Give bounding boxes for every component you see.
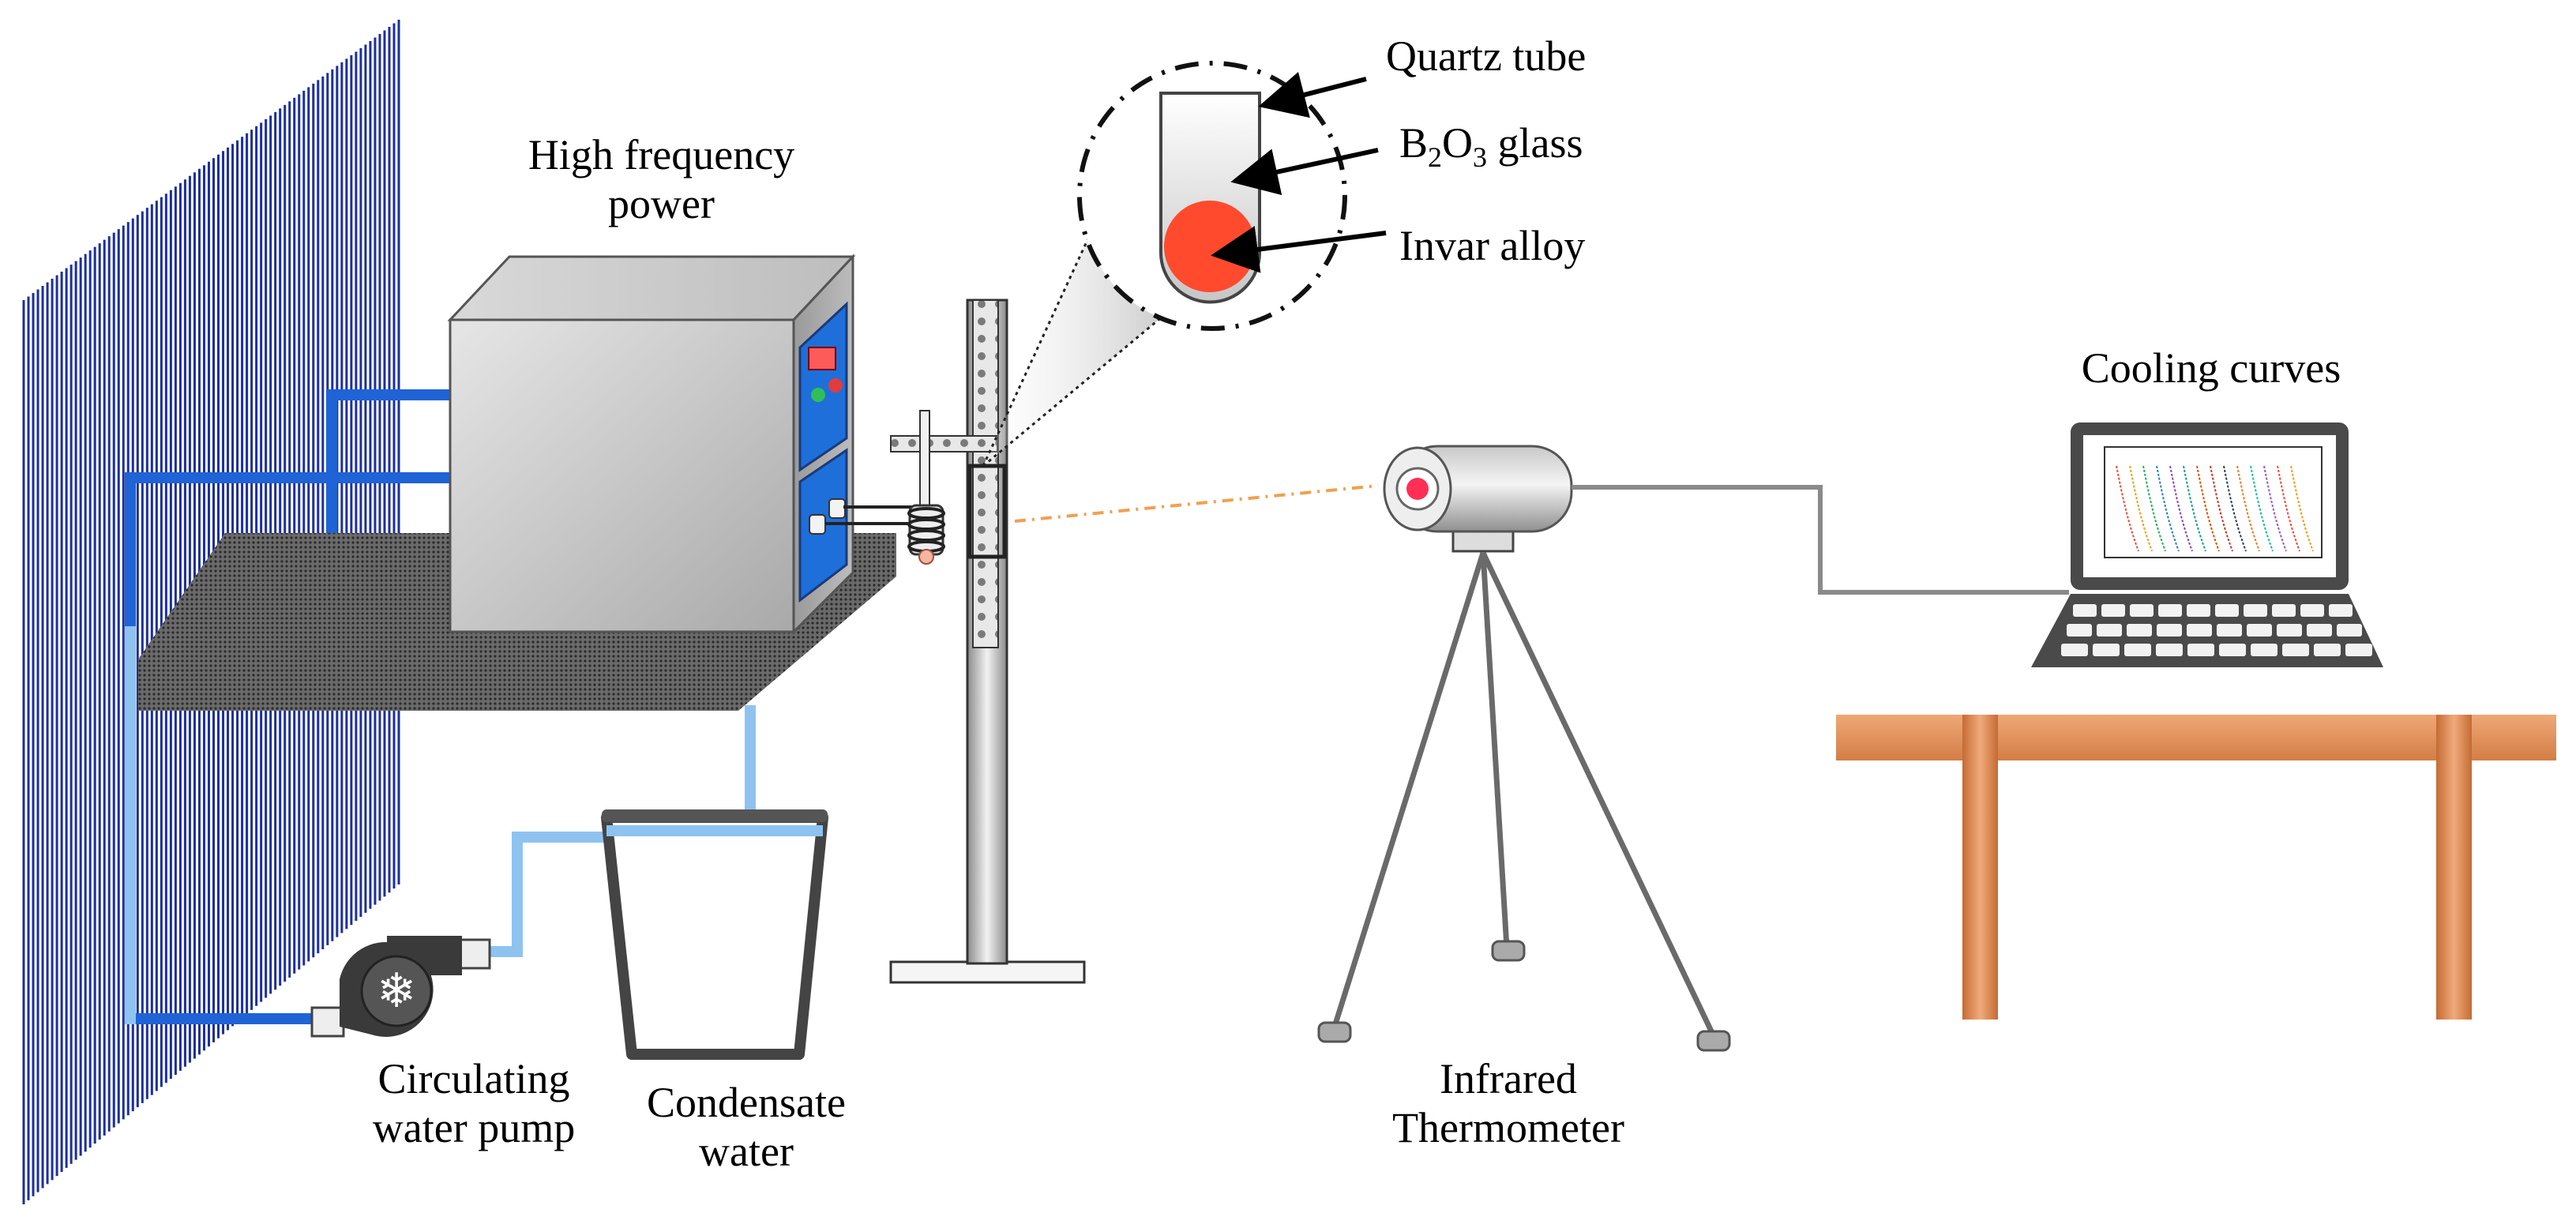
label-b2o3-glass: B2O3 glass: [1399, 118, 1583, 174]
keyboard-key: [2093, 644, 2120, 656]
cooling-curve-line: [2196, 465, 2220, 552]
keyboard-key: [2337, 624, 2362, 637]
cooling-curve-line: [2223, 465, 2247, 552]
keyboard-key: [2277, 624, 2302, 637]
circulating-pump: ❄: [310, 936, 491, 1038]
keyboard-key: [2215, 604, 2239, 617]
label-line: Thermometer: [1392, 1104, 1624, 1152]
keyboard: [2061, 604, 2372, 656]
keyboard-key: [2314, 644, 2341, 656]
label-line: power: [608, 180, 715, 228]
snowflake-icon: ❄: [377, 963, 416, 1019]
green-button: [811, 388, 825, 402]
induction-coil: [907, 504, 945, 565]
keyboard-key: [2272, 604, 2296, 617]
keyboard-key: [2219, 644, 2246, 656]
laptop-screen: [2083, 435, 2336, 577]
output-connector: [828, 498, 846, 519]
label-subscript: 2: [1428, 141, 1443, 173]
keyboard-key: [2073, 604, 2097, 617]
label-circulating-water-pump: Circulating water pump: [324, 1054, 624, 1152]
label-arrows: [1211, 72, 1387, 273]
label-line: Circulating: [377, 1055, 570, 1102]
keyboard-key: [2307, 624, 2332, 637]
laptop: [2031, 422, 2383, 667]
cooling-curve-line: [2156, 465, 2180, 552]
keyboard-key: [2300, 604, 2324, 617]
sample-holder: [967, 464, 1007, 559]
keyboard-key: [2187, 644, 2214, 656]
zoom-detail-circle: [1077, 61, 1347, 331]
label-line: Infrared: [1440, 1055, 1577, 1102]
cooling-curve-line: [2236, 465, 2260, 552]
red-button: [828, 378, 843, 392]
cooling-curve-line: [2142, 465, 2166, 552]
label-part: B: [1399, 119, 1429, 167]
label-subscript: 3: [1473, 141, 1488, 173]
label-line: High frequency: [528, 131, 795, 178]
cooling-curves-plot: [2104, 446, 2323, 558]
cooling-curve-line: [2210, 465, 2233, 552]
label-condensate-water: Condensate water: [620, 1078, 873, 1176]
label-quartz-tube: Quartz tube: [1386, 32, 1587, 80]
label-line: water: [699, 1128, 794, 1176]
keyboard-key: [2329, 604, 2353, 617]
label-infrared-thermometer: Infrared Thermometer: [1358, 1054, 1658, 1152]
cooling-curve-line: [2290, 465, 2314, 552]
label-invar-alloy: Invar alloy: [1399, 222, 1586, 269]
label-line: water pump: [372, 1104, 576, 1152]
keyboard-key: [2156, 644, 2183, 656]
cooling-curve-line: [2263, 465, 2287, 552]
keyboard-key: [2251, 644, 2277, 656]
keyboard-key: [2187, 624, 2212, 637]
keyboard-key: [2158, 604, 2182, 617]
keyboard-key: [2061, 644, 2088, 656]
control-panel-upper: [798, 301, 848, 472]
label-high-frequency-power: High frequency power: [474, 130, 849, 228]
display-screen: [808, 347, 836, 370]
keyboard-key: [2217, 624, 2242, 637]
keyboard-key: [2067, 624, 2092, 637]
retort-stand: [889, 299, 1086, 984]
keyboard-key: [2124, 644, 2151, 656]
label-part: O: [1442, 119, 1474, 167]
keyboard-key: [2247, 624, 2272, 637]
cooling-curve-line: [2183, 465, 2206, 552]
cooling-curve-line: [2169, 465, 2193, 552]
label-part: glass: [1487, 119, 1583, 167]
keyboard-key: [2345, 644, 2372, 656]
keyboard-key: [2244, 604, 2267, 617]
keyboard-key: [2157, 624, 2182, 637]
cooling-curve-line: [2116, 465, 2139, 552]
keyboard-key: [2187, 604, 2210, 617]
clamp-arm: [890, 435, 998, 453]
label-cooling-curves: Cooling curves: [2081, 344, 2341, 392]
keyboard-key: [2282, 644, 2309, 656]
output-connector: [809, 514, 826, 535]
keyboard-key: [2097, 624, 2122, 637]
data-cable: [1572, 485, 2069, 595]
cooling-curve-line: [2250, 465, 2274, 552]
keyboard-key: [2101, 604, 2125, 617]
infrared-beam: [1014, 484, 1379, 523]
condensate-bucket: [601, 809, 828, 1060]
cooling-curve-line: [2129, 465, 2153, 552]
cooling-curve-line: [2277, 465, 2300, 552]
power-box: [447, 253, 856, 635]
keyboard-key: [2127, 624, 2152, 637]
label-line: Condensate: [647, 1079, 846, 1126]
infrared-thermometer: [1317, 445, 1731, 1052]
table: [1836, 715, 2556, 1020]
keyboard-key: [2130, 604, 2154, 617]
invar-alloy-sample: [1164, 201, 1256, 292]
